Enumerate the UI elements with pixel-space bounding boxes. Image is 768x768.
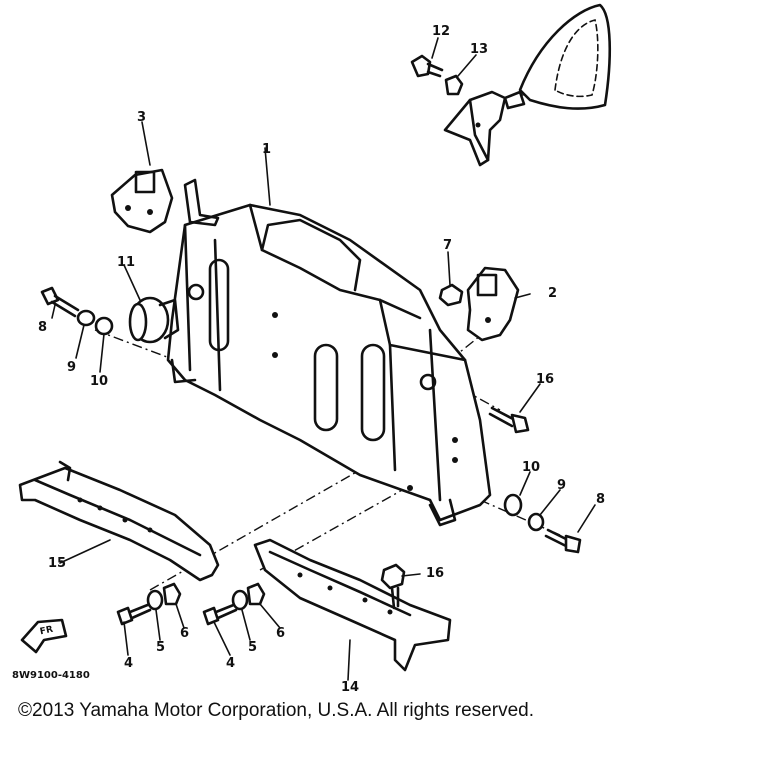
label-part-5-right: 5: [248, 640, 258, 655]
label-part-11: 11: [117, 255, 136, 270]
frame-slot-right: [360, 343, 386, 442]
bolt-part-4-right: [202, 602, 238, 626]
bolt-part-16-lower: [380, 563, 406, 610]
handle-grip: [518, 3, 612, 110]
handle-bracket: [443, 90, 526, 167]
bolt-part-12: [410, 54, 444, 78]
front-direction-arrow-icon: [20, 618, 68, 654]
washer-part-9-left: [76, 309, 96, 327]
rail-part-14: [253, 538, 452, 672]
label-part-8-left: 8: [38, 320, 48, 335]
washer-part-10-right: [503, 493, 523, 517]
nut-part-7: [438, 283, 464, 307]
label-part-1: 1: [262, 142, 272, 157]
label-part-10-left: 10: [90, 374, 109, 389]
nut-part-6-right: [246, 582, 266, 606]
label-part-16-upper: 16: [536, 372, 555, 387]
label-part-4-right: 4: [226, 656, 236, 671]
frame-slot-left: [313, 343, 339, 432]
label-part-9-left: 9: [67, 360, 77, 375]
copyright-notice: ©2013 Yamaha Motor Corporation, U.S.A. A…: [18, 700, 534, 721]
bolt-part-4-left: [116, 602, 152, 626]
guide-line-left-bolt: [94, 329, 176, 361]
label-part-15: 15: [48, 556, 67, 571]
washer-part-9-right: [527, 512, 545, 532]
label-part-7: 7: [443, 238, 453, 253]
main-frame-part-1: [166, 178, 492, 527]
washer-part-5-left: [146, 589, 164, 611]
label-part-13: 13: [470, 42, 489, 57]
label-part-4-left: 4: [124, 656, 134, 671]
rail-part-15: [18, 460, 220, 582]
bolt-part-8-left: [40, 286, 80, 318]
label-part-14: 14: [341, 680, 360, 695]
label-part-8-right: 8: [596, 492, 606, 507]
label-part-6-left: 6: [180, 626, 190, 641]
guide-line-right-washers: [479, 499, 561, 536]
label-part-3: 3: [137, 110, 147, 125]
label-part-2: 2: [548, 286, 558, 301]
washer-part-10-left: [94, 316, 114, 336]
nut-part-13: [444, 74, 464, 96]
rubber-mount-part-11: [128, 296, 180, 344]
label-part-6-right: 6: [276, 626, 286, 641]
bracket-part-2: [466, 266, 520, 342]
label-part-12: 12: [432, 24, 451, 39]
washer-part-5-right: [231, 589, 249, 611]
bracket-part-3: [110, 168, 174, 234]
label-part-5-left: 5: [156, 640, 166, 655]
nut-part-6-left: [162, 582, 182, 606]
bolt-part-16-upper: [488, 406, 530, 434]
diagram-code: 8W9100-4180: [12, 670, 90, 681]
bolt-part-8-right: [544, 528, 582, 554]
label-part-9-right: 9: [557, 478, 567, 493]
label-part-16-lower: 16: [426, 566, 445, 581]
label-part-10-right: 10: [522, 460, 541, 475]
